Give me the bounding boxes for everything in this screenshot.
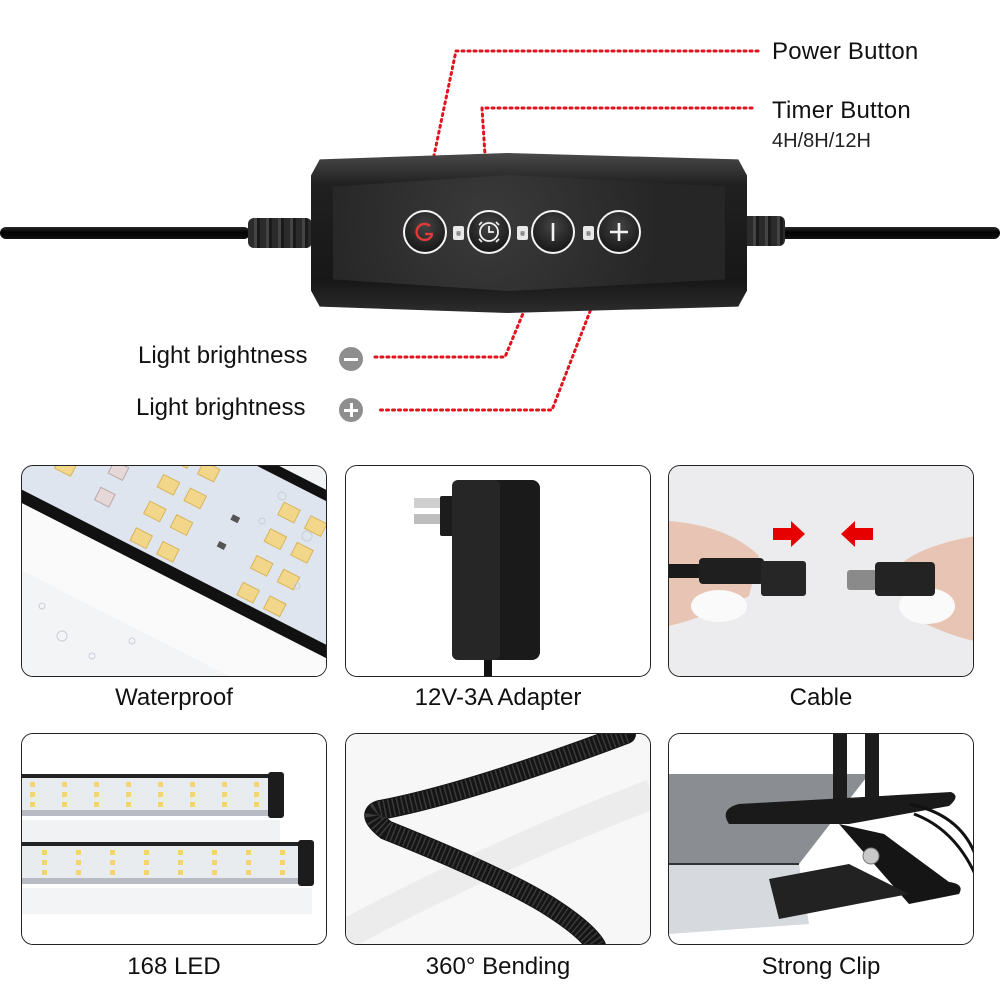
power-adapter-image — [346, 466, 650, 676]
plus-icon — [610, 223, 628, 241]
timer-button-label: Timer Button — [772, 97, 911, 124]
feature-caption: Strong Clip — [761, 953, 881, 980]
feature-card-adapter — [345, 465, 651, 677]
power-button-label: Power Button — [772, 38, 919, 65]
feature-caption: Waterproof — [115, 684, 233, 711]
power-button[interactable] — [403, 210, 447, 254]
led-bars-image — [22, 734, 326, 944]
feature-caption: 12V-3A Adapter — [414, 684, 582, 711]
timer-clock-icon — [478, 221, 500, 243]
plus-circle-icon — [339, 398, 363, 422]
clamp-clip-image — [669, 734, 973, 944]
timer-tag-4h: ▤ — [453, 226, 464, 240]
feature-card-cable — [668, 465, 974, 677]
cable-left — [0, 227, 250, 239]
brightness-up-label: Light brightness — [136, 394, 306, 421]
feature-card-led — [21, 733, 327, 945]
dc-connector-image — [669, 466, 973, 676]
feature-caption: 360° Bending — [425, 953, 571, 980]
brightness-up-button[interactable] — [597, 210, 641, 254]
feature-caption: 168 LED — [127, 953, 221, 980]
gooseneck-image — [346, 734, 650, 944]
cable-right — [780, 227, 1000, 239]
strain-relief-left — [248, 218, 312, 248]
timer-options-label: 4H/8H/12H — [772, 130, 871, 152]
power-icon — [415, 222, 434, 242]
timer-button[interactable] — [467, 210, 511, 254]
feature-card-clip — [668, 733, 974, 945]
feature-card-bending — [345, 733, 651, 945]
timer-tag-12h: ▤ — [583, 226, 594, 240]
led-strip-water-image — [22, 466, 326, 676]
feature-card-waterproof — [21, 465, 327, 677]
minus-bar-icon — [551, 223, 555, 241]
feature-caption: Cable — [789, 684, 853, 711]
minus-circle-icon — [339, 347, 363, 371]
inline-controller: ▤ ▤ ▤ — [311, 153, 747, 313]
brightness-down-button[interactable] — [531, 210, 575, 254]
brightness-down-label: Light brightness — [138, 342, 308, 369]
timer-tag-8h: ▤ — [517, 226, 528, 240]
